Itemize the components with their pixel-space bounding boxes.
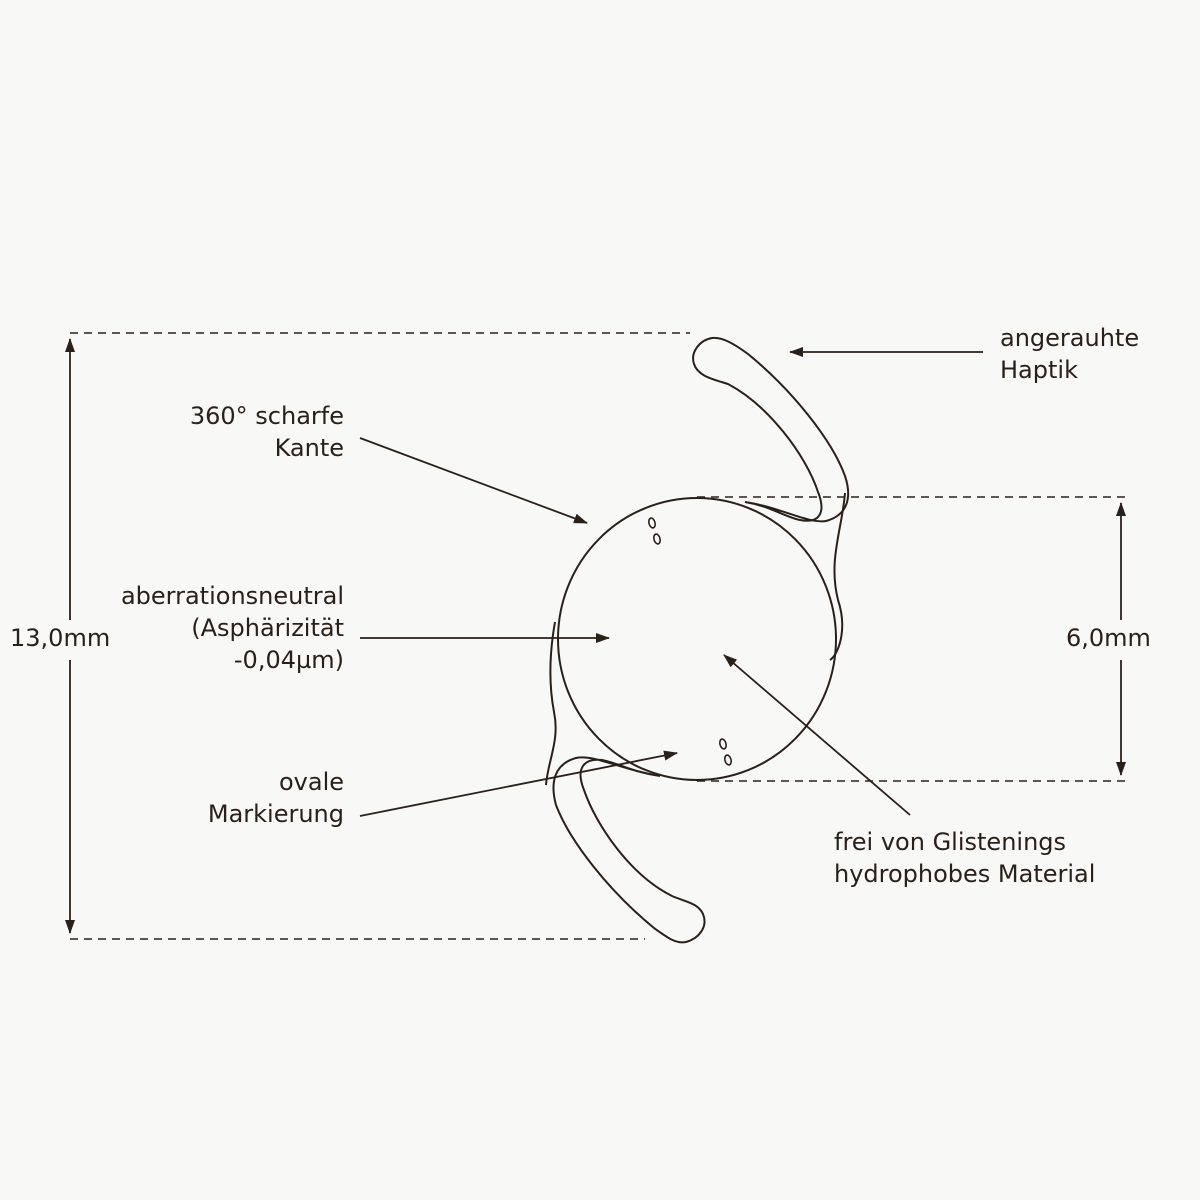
oval-marking-bottom-2	[724, 754, 732, 766]
markierung-label-line1: ovale	[278, 768, 344, 796]
markierung-label-line2: Markierung	[207, 800, 344, 828]
aberration-label-line1: aberrationsneutral	[120, 582, 344, 610]
lower-haptic-junction	[545, 621, 557, 786]
upper-haptic	[692, 336, 850, 523]
lower-haptic	[552, 756, 706, 944]
material-label: frei von Glistenings hydrophobes Materia…	[834, 826, 1095, 890]
oval-marking-bottom-1	[719, 738, 727, 750]
markierung-arrow	[359, 750, 678, 817]
optic-diameter-label: 6,0mm	[1066, 622, 1151, 654]
markierung-label: ovale Markierung	[208, 766, 344, 830]
aberration-label-line3: -0,04µm)	[233, 646, 344, 674]
kante-label: 360° scharfe Kante	[190, 400, 344, 464]
kante-label-line2: Kante	[274, 434, 344, 462]
material-label-line2: hydrophobes Material	[834, 860, 1096, 888]
haptik-label-line2: Haptik	[1000, 356, 1078, 384]
kante-label-line1: 360° scharfe	[189, 402, 344, 430]
upper-haptic-junction	[829, 492, 846, 661]
material-arrow	[723, 654, 911, 816]
kante-arrow	[359, 437, 588, 524]
optic	[557, 497, 837, 781]
aberration-label: aberrationsneutral (Asphärizität -0,04µm…	[121, 580, 344, 676]
haptik-label: angerauhte Haptik	[1000, 322, 1139, 386]
material-label-line1: frei von Glistenings	[834, 828, 1067, 856]
oval-marking-top-1	[648, 517, 656, 529]
haptik-label-line1: angerauhte	[1000, 324, 1140, 352]
aberration-label-line2: (Asphärizität	[191, 614, 344, 642]
total-diameter-label: 13,0mm	[10, 622, 111, 654]
oval-marking-top-2	[653, 533, 661, 545]
